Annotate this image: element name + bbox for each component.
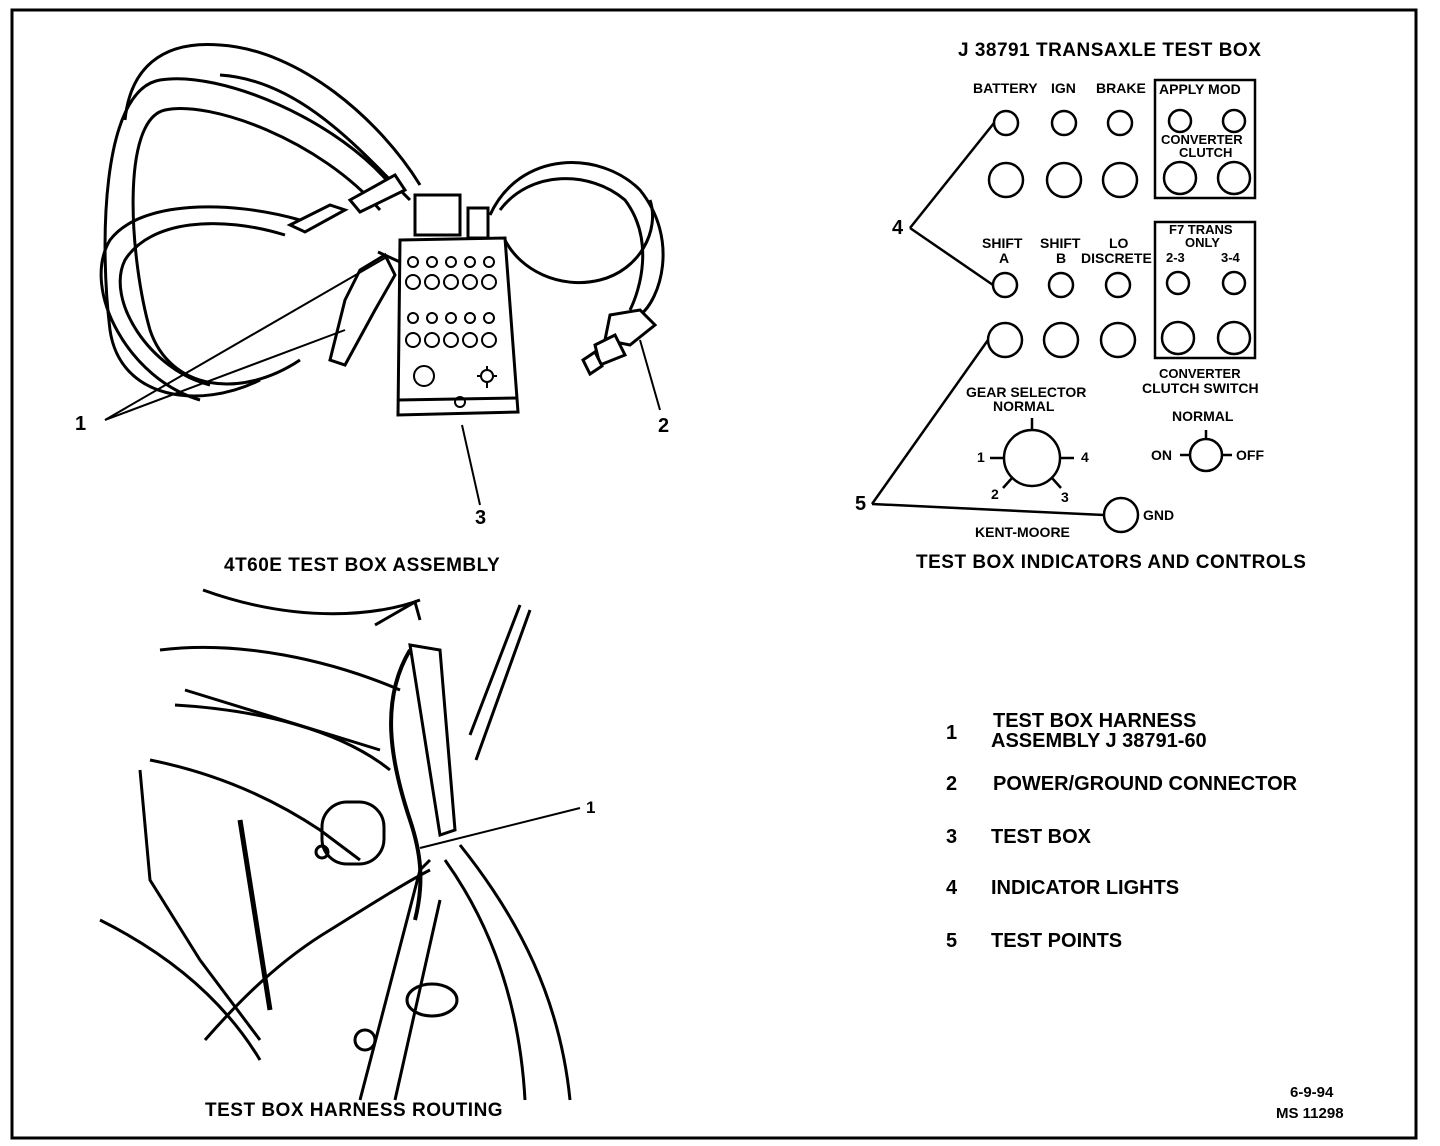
legend-text-3: TEST BOX bbox=[991, 826, 1092, 848]
panel-title: J 38791 TRANSAXLE TEST BOX bbox=[958, 40, 1262, 61]
shift-b-label-line2: B bbox=[1056, 250, 1067, 266]
gear-2-3-label: 2-3 bbox=[1166, 250, 1185, 265]
legend-num-3: 3 bbox=[946, 826, 958, 848]
shift-b-label-line1: SHIFT bbox=[1040, 235, 1081, 251]
converter-clutch-label-line2: CLUTCH bbox=[1179, 145, 1233, 160]
apply-mod-label: APPLY MOD bbox=[1159, 81, 1241, 97]
legend-num-2: 2 bbox=[946, 773, 958, 795]
legend-text-5: TEST POINTS bbox=[991, 930, 1123, 952]
callout-1-assembly: 1 bbox=[75, 413, 87, 435]
legend-text-2: POWER/GROUND CONNECTOR bbox=[993, 773, 1298, 795]
footer-date: 6-9-94 bbox=[1290, 1084, 1334, 1101]
shift-a-label-line2: A bbox=[999, 250, 1010, 266]
legend-num-1: 1 bbox=[946, 722, 958, 744]
kent-moore-label: KENT-MOORE bbox=[975, 524, 1070, 540]
converter-clutch-label-line1: CONVERTER bbox=[1161, 132, 1243, 147]
selector-position-3: 3 bbox=[1061, 489, 1069, 505]
f7-trans-label-line1: F7 TRANS bbox=[1169, 222, 1233, 237]
routing-caption: TEST BOX HARNESS ROUTING bbox=[205, 1100, 504, 1121]
f7-trans-label-line2: ONLY bbox=[1185, 235, 1220, 250]
legend-text-1-line2: ASSEMBLY J 38791-60 bbox=[991, 730, 1207, 752]
legend-num-5: 5 bbox=[946, 930, 958, 952]
test-box-panel-diagram bbox=[870, 78, 1257, 534]
gear-selector-label: GEAR SELECTOR bbox=[966, 384, 1087, 400]
switch-normal-label: NORMAL bbox=[1172, 408, 1234, 424]
test-box-assembly-illustration bbox=[99, 42, 665, 506]
lo-discrete-label-line2: DISCRETE bbox=[1081, 250, 1152, 266]
shift-a-label-line1: SHIFT bbox=[982, 235, 1023, 251]
legend-num-4: 4 bbox=[946, 877, 958, 899]
callout-5-panel: 5 bbox=[855, 493, 867, 515]
switch-off-label: OFF bbox=[1236, 447, 1264, 463]
converter-clutch-switch-label-line2: CLUTCH SWITCH bbox=[1142, 380, 1259, 396]
gnd-label: GND bbox=[1143, 507, 1175, 523]
battery-label: BATTERY bbox=[973, 80, 1038, 96]
ign-label: IGN bbox=[1051, 80, 1076, 96]
selector-position-2: 2 bbox=[991, 486, 999, 502]
lo-discrete-label-line1: LO bbox=[1109, 235, 1129, 251]
switch-on-label: ON bbox=[1151, 447, 1172, 463]
selector-position-4: 4 bbox=[1081, 449, 1089, 465]
gear-3-4-label: 3-4 bbox=[1221, 250, 1240, 265]
converter-clutch-switch-label-line1: CONVERTER bbox=[1159, 366, 1241, 381]
callout-2-assembly: 2 bbox=[658, 415, 670, 437]
panel-caption: TEST BOX INDICATORS AND CONTROLS bbox=[916, 552, 1307, 573]
callout-4-panel: 4 bbox=[892, 217, 904, 239]
legend-text-1-line1: TEST BOX HARNESS bbox=[993, 710, 1197, 732]
brake-label: BRAKE bbox=[1096, 80, 1146, 96]
selector-position-1: 1 bbox=[977, 449, 985, 465]
callout-3-assembly: 3 bbox=[475, 507, 487, 529]
harness-routing-illustration bbox=[99, 588, 581, 1101]
legend-text-4: INDICATOR LIGHTS bbox=[991, 877, 1180, 899]
footer-ref: MS 11298 bbox=[1276, 1105, 1344, 1122]
assembly-caption: 4T60E TEST BOX ASSEMBLY bbox=[224, 555, 501, 576]
callout-1-routing: 1 bbox=[586, 798, 596, 817]
gear-selector-normal-label: NORMAL bbox=[993, 398, 1055, 414]
